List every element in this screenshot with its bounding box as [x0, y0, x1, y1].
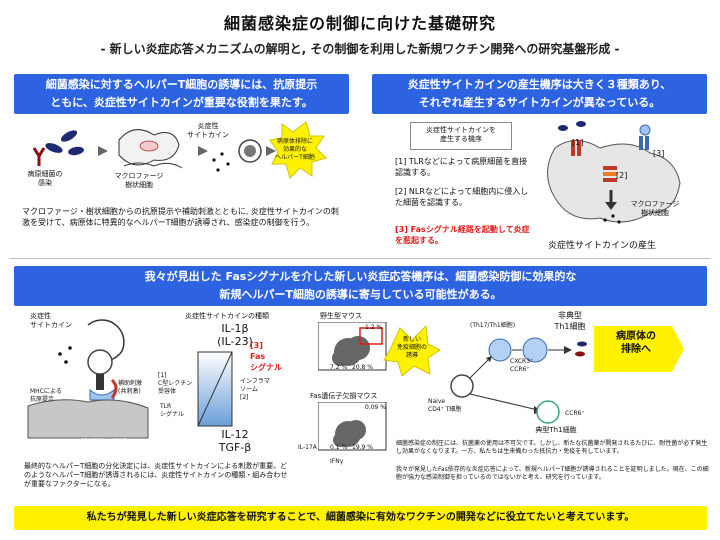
pathogen-elimination-badge [594, 326, 684, 372]
typical-th1-icon [536, 400, 560, 424]
naive-t-cell-icon [450, 374, 474, 398]
il12-label: IL-12 TGF-β [218, 428, 252, 454]
page-title: 細菌感染症の制御に向けた基礎研究 [223, 14, 496, 33]
mechanism-box: 炎症性サイトカインを 産生する機序 [410, 122, 512, 150]
facs-axis-y: IL-17A [298, 444, 317, 451]
fas-receptor-icon [639, 124, 651, 150]
pathogen-text: 病原体の 排除へ [616, 331, 656, 355]
arrow-icon [98, 146, 108, 156]
left-body-text: マクロファージ・樹状細胞からの抗原提示や補助刺激とともに, 炎症性サイトカインの… [22, 207, 339, 227]
main-label-cytokine: 炎症性 サイトカイン [30, 312, 72, 329]
t-cell-icon [87, 349, 113, 375]
t-cell-icon [238, 139, 262, 163]
curved-arrow-icon [87, 319, 125, 362]
label-mhc: MHCによる 抗原提示 [30, 388, 62, 403]
naive-label: Naive CD4⁺ T細胞 [428, 398, 462, 413]
right-caption: 炎症性サイトカインの産生 [548, 241, 657, 251]
label-macrophage: マクロファージ 樹状細胞 [114, 172, 164, 189]
bacteria-icon [32, 130, 84, 166]
star-text: 病原体排除に 効果的な ヘルパーT細胞 [275, 138, 315, 161]
effective-helper-t-star [269, 121, 327, 179]
tag-3: [3] [653, 149, 665, 158]
tlr-label: TLR シグナル [160, 403, 185, 418]
apc-diagram [27, 319, 149, 439]
tag-1: [1] [572, 138, 584, 147]
receptor-icon [558, 121, 586, 156]
facs-wt-v2: 20.8 % [352, 364, 373, 371]
facs-wt-v1: 7.2 % [330, 364, 348, 371]
mechanism-item-2: [2] NLRなどによって細胞内に侵入した細菌を認識する。 [395, 187, 529, 207]
new-cell-text: 新しい 免疫細胞の 誘導 [396, 336, 427, 359]
t-cell-icon [488, 338, 512, 362]
atypical-th1-label: 非典型 Th1細胞 [554, 311, 586, 331]
apc-membrane [27, 399, 149, 439]
ko-mouse-label: Fas遺伝子欠損マウス [310, 392, 378, 400]
facs-ko-v2: 19.9 % [352, 444, 373, 451]
cytokine-production-diagram [547, 121, 681, 224]
main-banner: 我々が見出した Fasシグナルを介した新しい炎症応答機序は、細菌感染防御に効果的… [14, 266, 707, 306]
inflammasome-icon [603, 166, 617, 182]
wt-mouse-label: 野生型マウス [320, 312, 362, 320]
new-cell-star [383, 326, 441, 376]
main-body-left: 最終的なヘルパーT細胞の分化決定には、炎症性サイトカインによる刺激が重要。どのよ… [24, 462, 288, 488]
types-title: 炎症性サイトカインの種類 [185, 312, 269, 320]
bacteria-icon [575, 341, 587, 357]
facs-ko-v1: 0.1 % [330, 444, 348, 451]
label-apc: 抗原提示細胞 [81, 438, 129, 447]
typical-th1-label: 典型Th1細胞 [535, 426, 577, 434]
markers-label: CXCR3⁺ CCR6⁺ [510, 358, 534, 373]
il1-label: IL-1β (IL-23) [217, 322, 253, 348]
arrow-icon [266, 146, 276, 156]
cytokine-dots [603, 214, 621, 224]
helper-t-induction-diagram [32, 121, 327, 179]
facs-ko-tl: 0.09 % [365, 404, 386, 411]
tag-2: [2] [616, 171, 628, 180]
label-cytokine: 炎症性 サイトカイン [187, 122, 229, 139]
divider [10, 258, 710, 259]
cytokine-dots [212, 152, 230, 172]
tcr-icon [96, 374, 104, 390]
th-differentiation-diagram [450, 337, 587, 424]
t-cell-icon [522, 337, 548, 363]
label-cell: マクロファージ 樹状細胞 [630, 200, 680, 217]
mechanism-item-3: [3] Fasシグナル経路を起動して炎症を惹起する。 [395, 225, 530, 245]
mhc-icon [89, 388, 115, 401]
c-type-lectin-label: [1] C型レクチン 受容体 [158, 372, 193, 395]
right-banner: 炎症性サイトカインの産生機序は大きく３種類あり、 それぞれ産生するサイトカインが… [372, 74, 707, 114]
facs-gate [359, 327, 383, 345]
label-costim: 補助刺激 (共刺激) [118, 380, 143, 395]
facs-wt-tl: 1.2 % [365, 324, 383, 331]
ccr6-label: CCR6⁺ [565, 410, 585, 417]
inflammasome-label: インフラマ ソーム [2] [240, 378, 270, 401]
facs-axis-x: IFNγ [330, 458, 344, 465]
main-body-right-2: 我々が発見したFas依存的な炎症応答によって、新規ヘルパーT細胞が誘導されること… [396, 466, 709, 481]
cytokine-gradient [197, 351, 233, 427]
mechanism-item-1: [1] TLRなどによって病原細菌を直接認識する。 [395, 157, 528, 177]
facs-plot-wt [318, 322, 387, 371]
cytokine-dots [58, 346, 72, 364]
facs-plot-ko [318, 402, 387, 451]
label-infection: 病原細菌の 感染 [27, 170, 63, 187]
left-banner: 細菌感染に対するヘルパーT細胞の誘導には、抗原提示 ともに、炎症性サイトカインが… [14, 74, 349, 114]
fas-signal-label: [3] Fas シグナル [250, 341, 282, 372]
page-subtitle: - 新しい炎症応答メカニズムの解明と, その制御を利用した新規ワクチン開発への研… [100, 42, 620, 56]
costim-icon [110, 378, 118, 399]
macrophage-icon [118, 129, 183, 169]
th17-label: (Th17/Th1細胞) [470, 322, 516, 329]
main-body-right-1: 細菌感染症の制圧には、抗菌薬の使用は不可欠です。しかし、新たな抗菌薬が開発される… [396, 440, 708, 455]
footer-message: 私たちが発見した新しい炎症応答を研究することで、細菌感染に有効なワクチンの開発な… [14, 506, 707, 530]
arrow-icon [198, 146, 208, 156]
